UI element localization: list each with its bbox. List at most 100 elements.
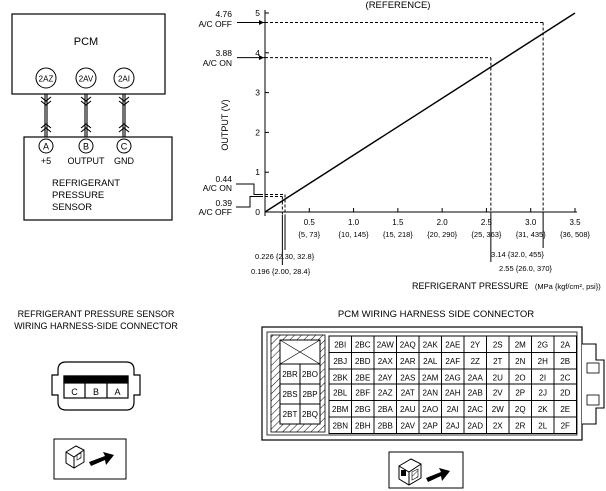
y-tick-label: 4 <box>255 48 260 58</box>
x-tick-alt-label: {10, 145} <box>339 230 370 239</box>
sensor-connector-pin-b: B <box>93 387 99 397</box>
sensor-name-line-3: SENSOR <box>52 202 92 213</box>
pcm-connector-view-direction-icon <box>388 451 464 489</box>
pcm-pin-2an: 2AN <box>422 388 438 397</box>
sensor-name-line-1: REFRIGERANT <box>52 178 120 189</box>
pcm-pin-2bg: 2BG <box>355 405 371 414</box>
x-tick-label: 2.0 <box>437 218 449 227</box>
pcm-pin-2i: 2I <box>539 373 546 382</box>
pcm-pin-2u: 2U <box>493 373 503 382</box>
x-tick-alt-label: {31, 435} <box>516 230 547 239</box>
sensor-terminal-b: B <box>78 138 94 154</box>
y-tick-label: 3 <box>255 88 260 98</box>
pcm-terminal-2ai: 2AI <box>113 67 135 89</box>
pcm-pin-2t: 2T <box>493 357 502 366</box>
series-line <box>264 12 576 213</box>
pcm-terminal-2av: 2AV <box>75 67 97 89</box>
pcm-pin-2b: 2B <box>560 357 570 366</box>
wiring-schematic: PCM 2AZ 2AV 2AI A <box>11 13 173 221</box>
pcm-pin-2s: 2S <box>493 340 503 349</box>
sensor-connector-view: REFRIGERANT PRESSURE SENSOR WIRING HARNE… <box>14 309 178 480</box>
x-tick-label: 3.0 <box>525 218 537 227</box>
reference-voltage-label: 4.76 <box>215 9 232 19</box>
pcm-pin-2ad: 2AD <box>467 421 483 430</box>
pcm-pin-2af: 2AF <box>445 357 460 366</box>
pcm-pin-2bf: 2BF <box>355 388 370 397</box>
pcm-pin-2c: 2C <box>560 373 570 382</box>
reference-state-label: A/C ON <box>203 183 232 193</box>
pcm-pin-2bn: 2BN <box>332 421 348 430</box>
y-tick-label: 5 <box>255 8 260 18</box>
pcm-pin-2g: 2G <box>537 340 548 349</box>
pcm-pin-2z: 2Z <box>471 357 480 366</box>
pcm-pin-2v: 2V <box>493 388 503 397</box>
pcm-pin-2bs: 2BS <box>282 390 297 399</box>
reference-voltage-label: 0.44 <box>215 174 232 184</box>
svg-text:2AI: 2AI <box>118 75 130 84</box>
y-tick-label: 2 <box>255 127 260 137</box>
sensor-name-line-2: PRESSURE <box>52 190 104 201</box>
reference-pressure-label: 0.226 {2.30, 32.8} <box>255 252 315 261</box>
x-tick-alt-label: {15, 218} <box>383 230 414 239</box>
pcm-pin-2e: 2E <box>560 405 570 414</box>
pcm-pin-2ag: 2AG <box>445 373 461 382</box>
pcm-pin-cell <box>553 416 577 434</box>
pcm-pin-2q: 2Q <box>515 405 526 414</box>
pcm-pin-2o: 2O <box>515 373 526 382</box>
pcm-connector-left-block: 2BR 2BO 2BS 2BP 2BT 2BQ <box>279 339 321 425</box>
pcm-pin-2bh: 2BH <box>355 421 371 430</box>
x-tick-alt-label: {20, 290} <box>427 230 458 239</box>
reference-arrowhead <box>259 20 264 26</box>
x-tick-alt-label: {5, 73} <box>298 230 320 239</box>
svg-text:2AZ: 2AZ <box>39 75 54 84</box>
x-tick-alt-label: {25, 363} <box>471 230 502 239</box>
sensor-connector-title-line-1: REFRIGERANT PRESSURE SENSOR <box>18 309 175 319</box>
x-tick-label: 1.5 <box>392 218 404 227</box>
reference-state-label: A/C OFF <box>198 19 232 29</box>
pcm-pin-2ba: 2BA <box>378 405 394 414</box>
svg-text:2AV: 2AV <box>79 75 94 84</box>
sensor-terminal-c: C <box>116 138 132 154</box>
svg-text:A: A <box>114 387 120 397</box>
pcm-pin-2ac: 2AC <box>467 405 483 414</box>
sensor-terminal-label-b: OUTPUT <box>68 156 106 166</box>
pcm-connector-title: PCM WIRING HARNESS SIDE CONNECTOR <box>338 309 534 320</box>
pcm-pin-2bp: 2BP <box>302 390 317 399</box>
pcm-pin-2as: 2AS <box>400 373 415 382</box>
pcm-pin-2bl: 2BL <box>333 388 348 397</box>
pcm-pin-2ao: 2AO <box>422 405 438 414</box>
pcm-pin-2ah: 2AH <box>445 388 461 397</box>
svg-text:A: A <box>43 142 49 152</box>
pcm-pin-2bc: 2BC <box>355 340 371 349</box>
output-voltage-chart: (REFERENCE) OUTPUT (V) REFRIGERANT PRESS… <box>198 0 601 291</box>
pcm-pin-2k: 2K <box>538 405 548 414</box>
chart-title: (REFERENCE) <box>366 0 431 11</box>
pcm-label: PCM <box>74 36 98 48</box>
pcm-pin-2al: 2AL <box>423 357 438 366</box>
pcm-pin-2bt: 2BT <box>283 410 298 419</box>
sensor-connector-housing <box>51 361 141 411</box>
pcm-pin-2ap: 2AP <box>423 421 438 430</box>
pcm-pin-2aa: 2AA <box>468 373 484 382</box>
pcm-pin-2j: 2J <box>539 388 547 397</box>
pcm-pin-2ay: 2AY <box>378 373 393 382</box>
pcm-connector-view: PCM WIRING HARNESS SIDE CONNECTOR 2BR 2B… <box>261 309 605 489</box>
x-axis-label: REFRIGERANT PRESSURE (MPa {kgf/cm², psi}… <box>412 281 601 291</box>
pcm-pin-2bq: 2BQ <box>302 410 318 419</box>
x-tick-label: 3.5 <box>569 218 581 227</box>
pcm-pin-2bm: 2BM <box>332 405 349 414</box>
sensor-connector-view-direction-icon <box>53 438 127 480</box>
pcm-pin-2h: 2H <box>538 357 548 366</box>
pcm-pin-2bd: 2BD <box>355 357 371 366</box>
x-tick-label: 2.5 <box>481 218 493 227</box>
pcm-pin-2ak: 2AK <box>423 340 439 349</box>
pcm-pin-2a: 2A <box>560 340 570 349</box>
reference-voltage-label: 0.39 <box>215 198 232 208</box>
sensor-connector-title-line-2: WIRING HARNESS-SIDE CONNECTOR <box>14 321 178 331</box>
sensor-connector-pin-c: C <box>71 387 78 397</box>
pcm-pin-2f: 2F <box>561 421 570 430</box>
pcm-pin-2w: 2W <box>492 405 504 414</box>
pcm-pin-2bb: 2BB <box>378 421 393 430</box>
